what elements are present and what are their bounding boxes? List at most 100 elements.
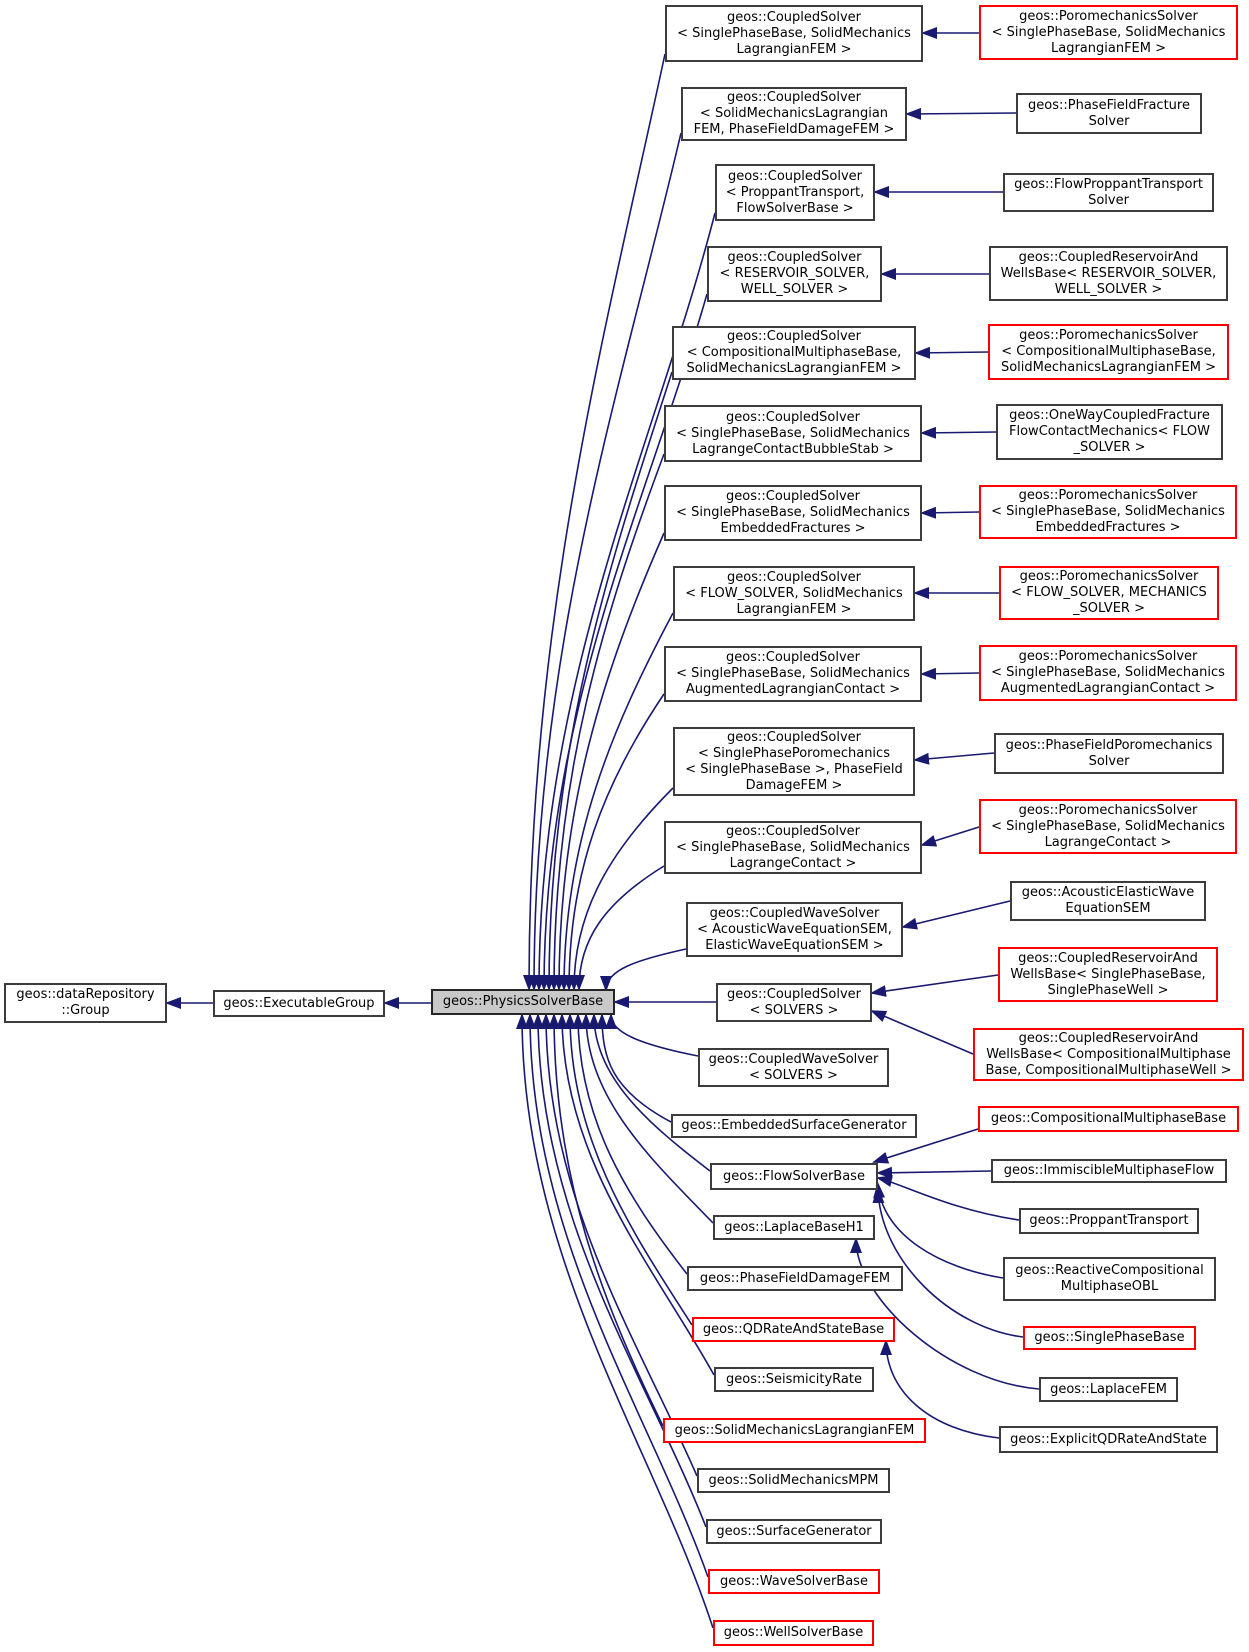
class-node-label: < CompositionalMultiphaseBase,: [1001, 344, 1216, 359]
class-node-coupledsolver-singlephasebase-solidmechanicsaugmentedlagrangiancontact[interactable]: geos::CoupledSolver< SinglePhaseBase, So…: [664, 646, 922, 702]
class-node-label: WELL_SOLVER >: [740, 282, 849, 297]
class-node-label: geos::ReactiveCompositional: [1015, 1263, 1204, 1278]
class-node-coupledsolver-flow-solver-solidmechanicslagrangianfem[interactable]: geos::CoupledSolver< FLOW_SOLVER, SolidM…: [673, 566, 915, 621]
class-node-poromechanicssolver-flow-solver-mechanics-solver[interactable]: geos::PoromechanicsSolver< FLOW_SOLVER, …: [999, 566, 1219, 620]
class-node-phasefielddamagefem[interactable]: geos::PhaseFieldDamageFEM: [687, 1266, 903, 1291]
class-node-laplacebaseh1[interactable]: geos::LaplaceBaseH1: [713, 1215, 875, 1240]
class-node-label: EquationSEM: [1065, 901, 1151, 916]
class-node-label: geos::CoupledWaveSolver: [708, 1051, 879, 1067]
class-node-label: geos::CoupledSolver: [726, 489, 860, 504]
class-node-coupledsolver-solidmechanicslagrangianfem-phasefielddamagefem[interactable]: geos::CoupledSolver< SolidMechanicsLagra…: [681, 87, 907, 141]
inheritance-edge-immisciblemultiphaseflow-to-flowsolverbase: [876, 1166, 992, 1179]
class-node-coupledsolver-singlephasebase-solidmechanicslagrangecontactbubblestab[interactable]: geos::CoupledSolver< SinglePhaseBase, So…: [664, 405, 922, 462]
class-node-label: geos::CompositionalMultiphaseBase: [990, 1111, 1227, 1126]
class-node-solidmechanicslagrangianfem[interactable]: geos::SolidMechanicsLagrangianFEM: [663, 1418, 926, 1443]
inheritance-edge-poromechanicssolver-singlephasebase-solidmechanicslagrangecontact-to-coupledsolver-singlephasebase-solidmechanicslagrangecontact: [920, 826, 980, 847]
class-node-coupledsolver-singlephasebase-solidmechanicsembeddedfractures[interactable]: geos::CoupledSolver< SinglePhaseBase, So…: [664, 485, 922, 541]
class-node-executablegroup[interactable]: geos::ExecutableGroup: [213, 990, 385, 1017]
class-node-label: < ProppantTransport,: [725, 184, 865, 200]
class-node-label: geos::CoupledSolver: [727, 729, 861, 745]
class-node-label: geos::SinglePhaseBase: [1034, 1330, 1185, 1345]
class-node-poromechanicssolver-singlephasebase-solidmechanicslagrangianfem[interactable]: geos::PoromechanicsSolver< SinglePhaseBa…: [979, 5, 1238, 60]
class-node-label: geos::CoupledSolver: [727, 9, 861, 25]
class-node-immisciblemultiphaseflow[interactable]: geos::ImmiscibleMultiphaseFlow: [991, 1159, 1227, 1183]
inheritance-edge-coupledwavesolver-acousticwaveequationsem-elasticwaveequationsem-to-physicssolverbase: [600, 948, 687, 992]
class-node-coupledwavesolver-solvers[interactable]: geos::CoupledWaveSolver< SOLVERS >: [698, 1048, 889, 1087]
class-node-flowsolverbase[interactable]: geos::FlowSolverBase: [710, 1163, 878, 1190]
class-node-coupledsolver-compositionalmultiphasebase-solidmechanicslagrangianfem[interactable]: geos::CoupledSolver< CompositionalMultip…: [672, 326, 916, 380]
class-node-surfacegenerator[interactable]: geos::SurfaceGenerator: [706, 1519, 882, 1544]
inheritance-edge-coupledsolver-singlephasebase-solidmechanicsaugmentedlagrangiancontact-to-physicssolverbase: [563, 693, 665, 991]
class-node-label: < SinglePhaseBase, SolidMechanics: [991, 24, 1226, 40]
class-node-label: geos::CoupledSolver: [726, 650, 860, 665]
class-node-coupledsolver-singlephasebase-solidmechanicslagrangecontact[interactable]: geos::CoupledSolver< SinglePhaseBase, So…: [664, 821, 922, 874]
class-node-label: geos::CoupledSolver: [726, 409, 860, 425]
class-node-label: geos::ImmiscibleMultiphaseFlow: [1003, 1163, 1215, 1178]
class-node-wellsolverbase[interactable]: geos::WellSolverBase: [713, 1620, 874, 1646]
class-node-coupledsolver-singlephaseporomechanics-phasefielddamagefem[interactable]: geos::CoupledSolver< SinglePhasePoromech…: [673, 727, 915, 796]
inheritance-edge-proppanttransport-to-flowsolverbase: [876, 1175, 1020, 1221]
class-node-poromechanicssolver-singlephasebase-solidmechanicsembeddedfractures[interactable]: geos::PoromechanicsSolver< SinglePhaseBa…: [979, 485, 1237, 539]
class-node-embeddedsurfacegenerator[interactable]: geos::EmbeddedSurfaceGenerator: [671, 1114, 917, 1138]
class-node-singlephasebase[interactable]: geos::SinglePhaseBase: [1023, 1326, 1196, 1350]
class-node-wavesolverbase[interactable]: geos::WaveSolverBase: [708, 1569, 880, 1594]
class-node-compositionalmultiphasebase[interactable]: geos::CompositionalMultiphaseBase: [978, 1106, 1239, 1132]
class-node-coupledwavesolver-acousticwaveequationsem-elasticwaveequationsem[interactable]: geos::CoupledWaveSolver< AcousticWaveEqu…: [686, 902, 903, 957]
class-node-label: < SinglePhaseBase, SolidMechanics: [676, 839, 910, 855]
inheritance-edge-coupledreservoirandwellsbase-compositionalmultiphasebase-compositionalmultiphasewell-to-coupledsolver-solvers: [870, 1010, 974, 1055]
class-node-label: geos::EmbeddedSurfaceGenerator: [681, 1118, 907, 1133]
class-node-label: WellsBase< SinglePhaseBase,: [1010, 966, 1206, 982]
class-node-label: geos::FlowSolverBase: [723, 1168, 865, 1184]
class-node-qdrateandstatebase[interactable]: geos::QDRateAndStateBase: [692, 1317, 895, 1342]
class-node-label: < FLOW_SOLVER, MECHANICS: [1011, 585, 1207, 600]
class-node-label: Solver: [1088, 113, 1130, 129]
class-node-laplacefem[interactable]: geos::LaplaceFEM: [1039, 1377, 1178, 1402]
class-node-seismicityrate[interactable]: geos::SeismicityRate: [714, 1367, 874, 1392]
class-node-label: geos::SeismicityRate: [725, 1371, 862, 1387]
inheritance-edge-singlephasebase-to-flowsolverbase: [872, 1187, 1024, 1338]
class-node-label: < SinglePhaseBase >, PhaseField: [685, 761, 903, 777]
class-node-label: SinglePhaseWell >: [1047, 982, 1169, 998]
class-node-explicitqdrateandstate[interactable]: geos::ExplicitQDRateAndState: [999, 1426, 1218, 1453]
class-node-label: MultiphaseOBL: [1060, 1279, 1159, 1294]
class-node-poromechanicssolver-singlephasebase-solidmechanicsaugmentedlagrangiancontact[interactable]: geos::PoromechanicsSolver< SinglePhaseBa…: [979, 645, 1237, 701]
class-node-label: geos::PoromechanicsSolver: [1019, 328, 1198, 343]
class-node-poromechanicssolver-singlephasebase-solidmechanicslagrangecontact[interactable]: geos::PoromechanicsSolver< SinglePhaseBa…: [979, 799, 1237, 854]
class-node-datarepository-group[interactable]: geos::dataRepository::Group: [4, 983, 167, 1023]
inheritance-edge-poromechanicssolver-singlephasebase-solidmechanicsembeddedfractures-to-coupledsolver-singlephasebase-solidmechanicsembeddedfractures: [920, 506, 980, 519]
inheritance-edge-laplacefem-to-laplacebaseh1: [850, 1237, 1040, 1390]
class-node-coupledsolver-solvers[interactable]: geos::CoupledSolver< SOLVERS >: [716, 983, 872, 1022]
class-node-label: LagrangeContact >: [1044, 834, 1172, 850]
class-node-poromechanicssolver-compositionalmultiphasebase-solidmechanicslagrangianfem[interactable]: geos::PoromechanicsSolver< Compositional…: [988, 324, 1229, 380]
inheritance-edge-wellsolverbase-to-physicssolverbase: [516, 1013, 714, 1629]
class-node-label: geos::PoromechanicsSolver: [1019, 569, 1199, 584]
inheritance-edge-seismicityrate-to-physicssolverbase: [556, 1013, 715, 1376]
class-node-label: geos::AcousticElasticWave: [1021, 885, 1195, 900]
class-node-label: geos::CoupledSolver: [727, 569, 861, 585]
inheritance-edge-coupledsolver-singlephasebase-solidmechanicslagrangianfem-to-physicssolverbase: [523, 53, 666, 991]
class-node-label: geos::LaplaceBaseH1: [724, 1219, 864, 1235]
class-node-label: geos::WaveSolverBase: [720, 1573, 868, 1589]
inheritance-edge-coupledsolver-flow-solver-solidmechanicslagrangianfem-to-physicssolverbase: [558, 612, 674, 991]
class-node-solidmechanicsmpm[interactable]: geos::SolidMechanicsMPM: [697, 1468, 890, 1493]
class-node-label: DamageFEM >: [745, 777, 843, 793]
inheritance-edge-coupledwavesolver-solvers-to-physicssolverbase: [605, 1013, 699, 1057]
class-node-label: _SOLVER >: [1073, 601, 1145, 616]
class-node-coupledsolver-singlephasebase-solidmechanicslagrangianfem[interactable]: geos::CoupledSolver< SinglePhaseBase, So…: [665, 5, 923, 62]
class-node-label: geos::WellSolverBase: [723, 1625, 864, 1640]
class-node-label: < FLOW_SOLVER, SolidMechanics: [685, 585, 903, 601]
inheritance-edge-surfacegenerator-to-physicssolverbase: [532, 1013, 707, 1528]
class-node-label: FEM, PhaseFieldDamageFEM >: [693, 122, 895, 137]
class-node-proppanttransport[interactable]: geos::ProppantTransport: [1019, 1208, 1199, 1234]
class-node-coupledsolver-reservoir-solver-well-solver[interactable]: geos::CoupledSolver< RESERVOIR_SOLVER,WE…: [707, 246, 882, 302]
class-node-coupledsolver-proppanttransport-flowsolverbase[interactable]: geos::CoupledSolver< ProppantTransport,F…: [715, 164, 875, 221]
